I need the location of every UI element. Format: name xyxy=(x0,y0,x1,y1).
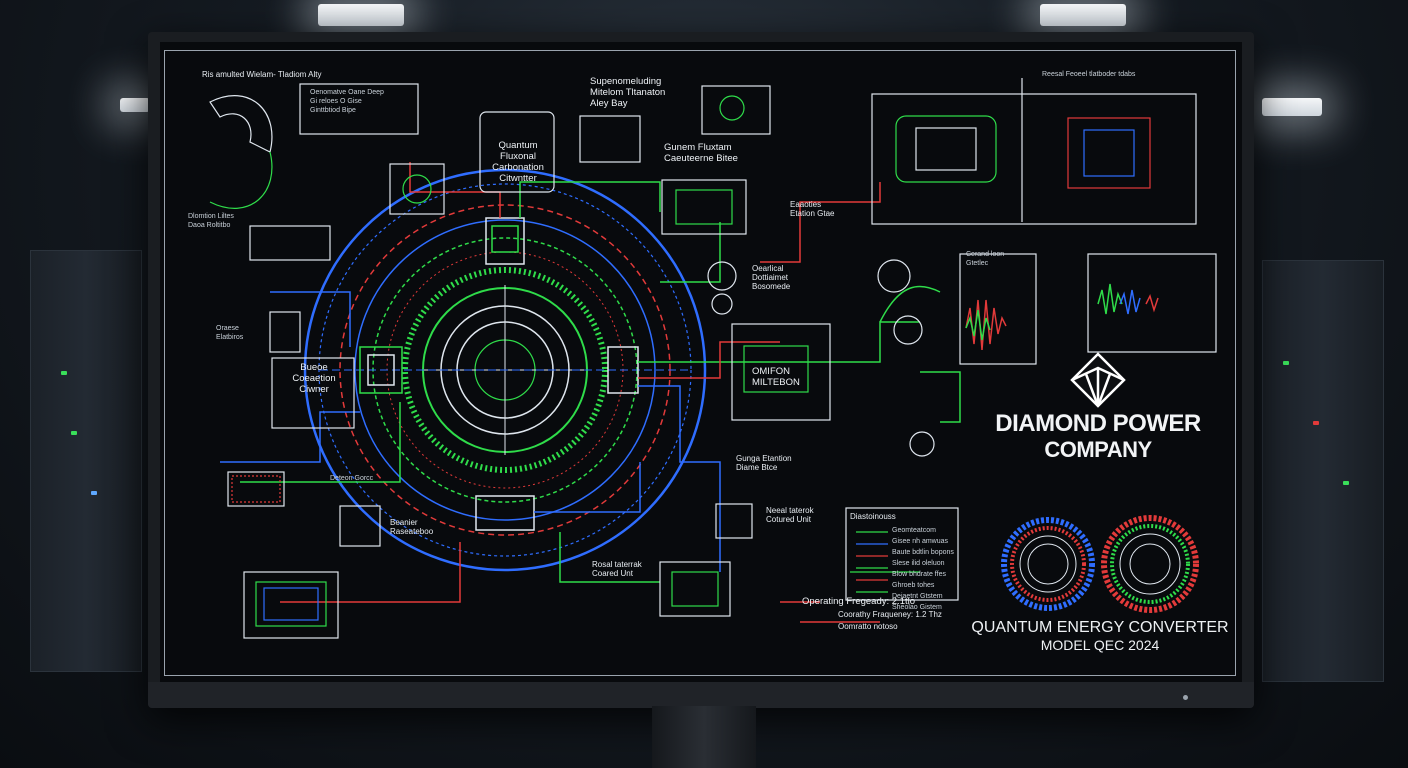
small-rings xyxy=(1001,515,1199,613)
monitor-stand xyxy=(652,706,756,768)
label-coaximal: Oearlical Dottiaimet Bosomede xyxy=(752,264,791,291)
label-op-freq3: Oomratto notoso xyxy=(838,622,898,631)
top-components xyxy=(479,85,935,617)
label-energy-station: Gunga Etantion Diame Btce xyxy=(736,454,792,472)
label-qf-converter: Quantum Fluxonal Carbonation Citwntter xyxy=(492,140,544,184)
rack-led xyxy=(1283,361,1289,365)
label-omifon: OMIFON MILTEBON xyxy=(752,366,800,388)
label-op-freq2: Coorathy Fraqueney: 1.2 Thz xyxy=(838,610,942,619)
legend-item: Baute bdtlin bopons xyxy=(892,549,954,556)
central-ring-assembly xyxy=(303,168,707,572)
monitor-bezel xyxy=(148,682,1254,708)
rack-led xyxy=(1343,481,1349,485)
wiring xyxy=(220,162,961,623)
ceiling-light-far-right xyxy=(1262,98,1322,116)
ceiling-light-far-left xyxy=(120,98,150,112)
diamond-logo-icon xyxy=(1070,352,1126,408)
diagnostics-lines xyxy=(850,531,920,593)
diagnostics-legend: Geomteatcom Gisee nh amwuas Baute bdtlin… xyxy=(892,526,954,614)
legend-item: Blow bhdrate ffes xyxy=(892,571,946,578)
legend-item: Sheolao Gistem xyxy=(892,604,942,611)
schematic-diagram xyxy=(209,78,1217,639)
server-rack-right xyxy=(1262,260,1384,682)
waveforms xyxy=(965,283,1159,351)
company-name-line1: DIAMOND POWER xyxy=(995,410,1201,437)
label-electro-tube: Eaaoties Etation Gtae xyxy=(790,200,835,218)
central-connectors xyxy=(359,217,639,531)
label-side-left2: Oraese Elatbiros xyxy=(216,325,244,341)
label-top-note: Oenomatve Oane Deep Gi reloes O Gise Gin… xyxy=(310,89,384,114)
rack-led xyxy=(61,371,67,375)
model-title-line1: QUANTUM ENERGY CONVERTER xyxy=(971,619,1229,636)
label-op-freq: Operating Fregeady: 2.1tlo xyxy=(802,596,916,607)
blueprint-frame xyxy=(164,50,1236,676)
legend-item: Ghroeb tohes xyxy=(892,582,935,589)
label-control-lowon: Cerand loon Gtetlec xyxy=(966,251,1005,267)
diagnostics-title: Diastoinouss xyxy=(850,512,896,521)
label-electric-res: Beanier Raseateboo xyxy=(390,518,434,536)
legend-item: Gisee nh amwuas xyxy=(892,538,949,545)
label-neural-bottom: Rosal taterrak Coared Unt xyxy=(592,560,642,578)
label-neural-top: Neeal taterok Cotured Unit xyxy=(766,506,814,524)
label-quantum-conv: Bueoe Coeaetion Ciwner xyxy=(292,362,336,395)
right-panels xyxy=(845,78,1217,601)
model-title-line2: MODEL QEC 2024 xyxy=(1040,637,1160,653)
ceiling-light-right xyxy=(1040,4,1126,26)
label-recent-flux: Reesal Feoeel tlatboder tdabs xyxy=(1042,71,1136,78)
server-rack-left xyxy=(30,250,142,672)
rack-led xyxy=(91,491,97,495)
label-side-left: Dlomtion Liltes Daoa Roltitbo xyxy=(188,213,234,229)
monitor-screen: Ris amulted Wielam- Tladiom Alty Oenomat… xyxy=(160,42,1242,682)
rack-led xyxy=(1313,421,1319,425)
legend-item: Deiaetnt Gtstem xyxy=(892,593,943,600)
model-title: QUANTUM ENERGY CONVERTER MODEL QEC 2024 xyxy=(970,618,1230,654)
legend-item: Slese ilid oleluon xyxy=(892,560,945,567)
left-components xyxy=(209,83,445,639)
monitor: Ris amulted Wielam- Tladiom Alty Oenomat… xyxy=(148,32,1254,708)
power-indicator-icon xyxy=(1183,695,1188,700)
label-left-bottom: Deteon Gorcc xyxy=(330,475,374,482)
label-superconducting: Supenomeluding Mitelom Tltanaton Aley Ba… xyxy=(590,76,666,109)
label-quantum-tobe: Gunem Fluxtam Caeuteerne Bitee xyxy=(664,142,738,164)
label-top-title: Ris amulted Wielam- Tladiom Alty xyxy=(202,70,322,79)
legend-item: Geomteatcom xyxy=(892,527,936,534)
rack-led xyxy=(71,431,77,435)
company-name: DIAMOND POWER COMPANY xyxy=(988,410,1208,462)
company-name-line2: COMPANY xyxy=(1044,437,1152,462)
ceiling-light-left xyxy=(318,4,404,26)
